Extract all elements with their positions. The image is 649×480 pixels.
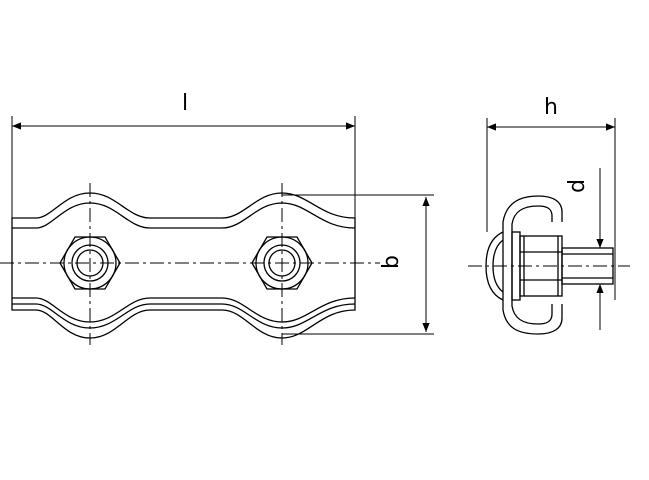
dimension-length	[11, 116, 356, 218]
dimension-width	[282, 194, 434, 335]
side-view	[485, 195, 614, 335]
front-view	[11, 192, 356, 339]
front-centerlines	[0, 183, 380, 345]
clamp-inner-contour-bottom	[12, 297, 356, 323]
dimension-height-label: h	[544, 95, 558, 120]
clamp-inner-contour-bottom-2	[12, 303, 356, 329]
dimension-diameter-label: d	[565, 179, 590, 193]
dimension-width-label: b	[379, 255, 404, 269]
dimension-height	[486, 118, 616, 300]
clamp-inner-contour-top	[12, 202, 356, 229]
side-clamp-inner	[511, 205, 553, 325]
dimension-length-label: l	[182, 91, 188, 116]
clamp-body-outline	[11, 192, 356, 339]
